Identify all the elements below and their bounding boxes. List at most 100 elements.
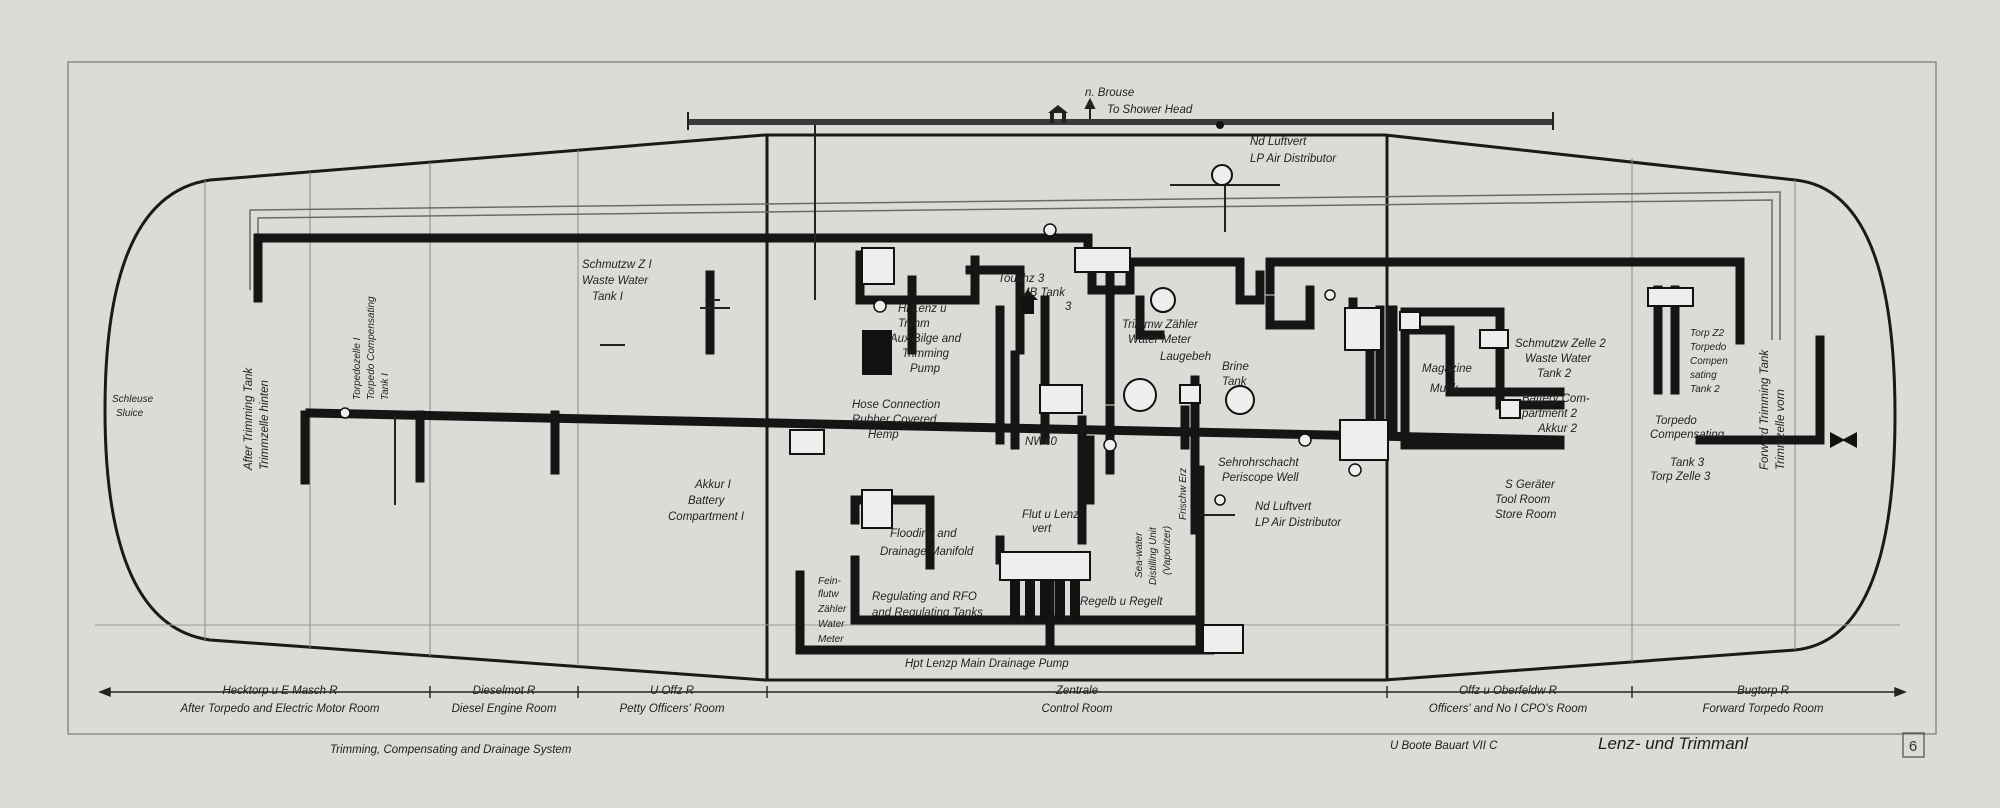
label-sehrohr-en: Periscope Well [1222, 472, 1299, 484]
section-petty-en: Petty Officers' Room [619, 703, 725, 715]
compartment-names: Hecktorp u E Masch R After Torpedo and E… [180, 685, 1824, 715]
label-magazine-1: Magazine [1422, 363, 1472, 375]
label-flooding-2: Drainage Manifold [880, 546, 974, 558]
section-diesel-de: Dieselmot R [473, 685, 536, 697]
footer-left-caption: Trimming, Compensating and Drainage Syst… [330, 744, 572, 756]
label-ndluft-top-en: LP Air Distributor [1250, 153, 1337, 165]
footer: Trimming, Compensating and Drainage Syst… [330, 732, 1925, 758]
section-after-torpedo-en: After Torpedo and Electric Motor Room [180, 703, 380, 715]
label-mb-tank-1: MB Tank [1020, 287, 1066, 299]
label-akkur1-1: Akkur I [694, 479, 732, 491]
label-laugebeh: Laugebeh [1160, 351, 1211, 363]
label-flooding-1: Flooding and [890, 528, 957, 540]
label-torp-comp-1: Torpedozelle I [352, 337, 363, 400]
label-battery2-2: partment 2 [1521, 408, 1578, 420]
label-frischw: Frischw Erz [1178, 468, 1189, 520]
section-after-torpedo-de: Hecktorp u E Masch R [222, 685, 337, 697]
label-sgerat-3: Store Room [1495, 509, 1557, 521]
label-fein-5: Meter [818, 634, 844, 645]
label-sluice: Sluice [116, 408, 144, 419]
component-labels: n. Brouse To Shower Head Nd Luftvert LP … [112, 87, 1787, 670]
compartment-dimension-line [98, 686, 1907, 698]
label-schleuse: Schleuse [112, 394, 154, 405]
label-torpcomp3-2: Compensating [1650, 429, 1725, 441]
label-seawater-2: Distilling Unit [1148, 526, 1159, 585]
label-flut-1: Flut u Lenz [1022, 509, 1079, 521]
label-hptlenzp: Hpt Lenzp Main Drainage Pump [905, 658, 1069, 670]
label-brine-1: Brine [1222, 361, 1249, 373]
label-torpcomp3-4: Torp Zelle 3 [1650, 471, 1711, 483]
label-torpz2-1: Torp Z2 [1690, 328, 1725, 339]
label-hilenz-5: Pump [910, 363, 941, 375]
label-shower-en: To Shower Head [1107, 104, 1193, 116]
label-flut-2: vert [1032, 523, 1052, 535]
label-akkur1-3: Compartment I [668, 511, 745, 523]
label-ndluft-mid-en: LP Air Distributor [1255, 517, 1342, 529]
label-mb-tank-2: 3 [1065, 301, 1072, 313]
label-torpz2-5: Tank 2 [1690, 384, 1720, 395]
label-hilenz-3: Aux Bilge and [889, 333, 962, 345]
label-fein-3: Zähler [817, 604, 847, 615]
top-distribution-pipe [687, 97, 1554, 130]
page-number-box [1902, 732, 1925, 758]
label-fein-2: flutw [818, 589, 839, 600]
label-nw40: NW40 [1025, 436, 1058, 448]
section-forward-en: Forward Torpedo Room [1702, 703, 1823, 715]
label-torp-comp-2: Torpedo Compensating [366, 296, 377, 400]
label-torp-comp-3: Tank I [380, 373, 391, 400]
label-seawater-3: (Vaporizer) [1162, 526, 1173, 575]
label-trimmw-en: Water Meter [1128, 334, 1192, 346]
outer-frame [67, 61, 1937, 735]
label-hose-3: Hemp [868, 429, 899, 441]
section-diesel-en: Diesel Engine Room [452, 703, 557, 715]
label-seawater-1: Sea-water [1134, 532, 1145, 578]
label-torpcomp3-1: Torpedo [1655, 415, 1697, 427]
label-fein-4: Water [818, 619, 845, 630]
label-hilenz-1: Hi Lenz u [898, 303, 947, 315]
label-hose-1: Hose Connection [852, 399, 940, 411]
section-petty-de: U Offz R [650, 685, 694, 697]
footer-title: Lenz- und Trimmanl [1598, 734, 1749, 753]
label-regulating-2: and Regulating Tanks [872, 607, 983, 619]
label-torpz2-3: Compen [1690, 356, 1728, 367]
label-waste2-en-2: Tank 2 [1537, 368, 1572, 380]
label-torpz2-2: Torpedo [1690, 342, 1727, 353]
label-sehrohr-de: Sehrohrschacht [1218, 457, 1299, 469]
label-torpcomp3-3: Tank 3 [1670, 457, 1705, 469]
label-waste2-de: Schmutzw Zelle 2 [1515, 338, 1606, 350]
page-number: 6 [1909, 738, 1917, 755]
section-officers-en: Officers' and No I CPO's Room [1429, 703, 1588, 715]
label-hilenz-2: Trimm [898, 318, 930, 330]
label-torpz2-4: sating [1690, 370, 1717, 381]
section-control-de: Zentrale [1055, 685, 1098, 697]
bulkheads [95, 135, 1900, 680]
label-battery2-1: Battery Com- [1522, 393, 1590, 405]
label-ndluft-mid-de: Nd Luftvert [1255, 501, 1312, 513]
label-fwd-trim-2: Trimmzelle vorn [1775, 389, 1787, 470]
label-sgerat-1: S Geräter [1505, 479, 1556, 491]
label-after-trim-2: Trimmzelle hinten [259, 380, 271, 470]
section-officers-de: Offz u Oberfeldw R [1459, 685, 1557, 697]
section-forward-de: Bugtorp R [1737, 685, 1789, 697]
tanks-and-valves [339, 121, 1857, 654]
label-trimmw-de: Trimmw Zähler [1122, 319, 1199, 331]
label-regulating-1: Regulating and RFO [872, 591, 977, 603]
label-hilenz-4: Trimming [902, 348, 950, 360]
label-sgerat-2: Tool Room [1495, 494, 1551, 506]
label-magazine-2: Munk [1430, 383, 1459, 395]
label-after-trim-1: After Trimming Tank [243, 367, 255, 471]
label-touchz: Touchz 3 [998, 273, 1045, 285]
label-shower-de: n. Brouse [1085, 87, 1134, 99]
label-battery2-3: Akkur 2 [1537, 423, 1578, 435]
label-waste2-en-1: Waste Water [1525, 353, 1592, 365]
section-control-en: Control Room [1042, 703, 1113, 715]
label-waste1-de: Schmutzw Z I [582, 259, 652, 271]
label-brine-2: Tank [1222, 376, 1248, 388]
label-hose-2: Rubber Covered [852, 414, 937, 426]
label-fein-1: Fein- [818, 576, 841, 587]
label-ndluft-top-de: Nd Luftvert [1250, 136, 1307, 148]
label-waste1-en-2: Tank I [592, 291, 624, 303]
footer-center-caption: U Boote Bauart VII C [1390, 740, 1498, 752]
